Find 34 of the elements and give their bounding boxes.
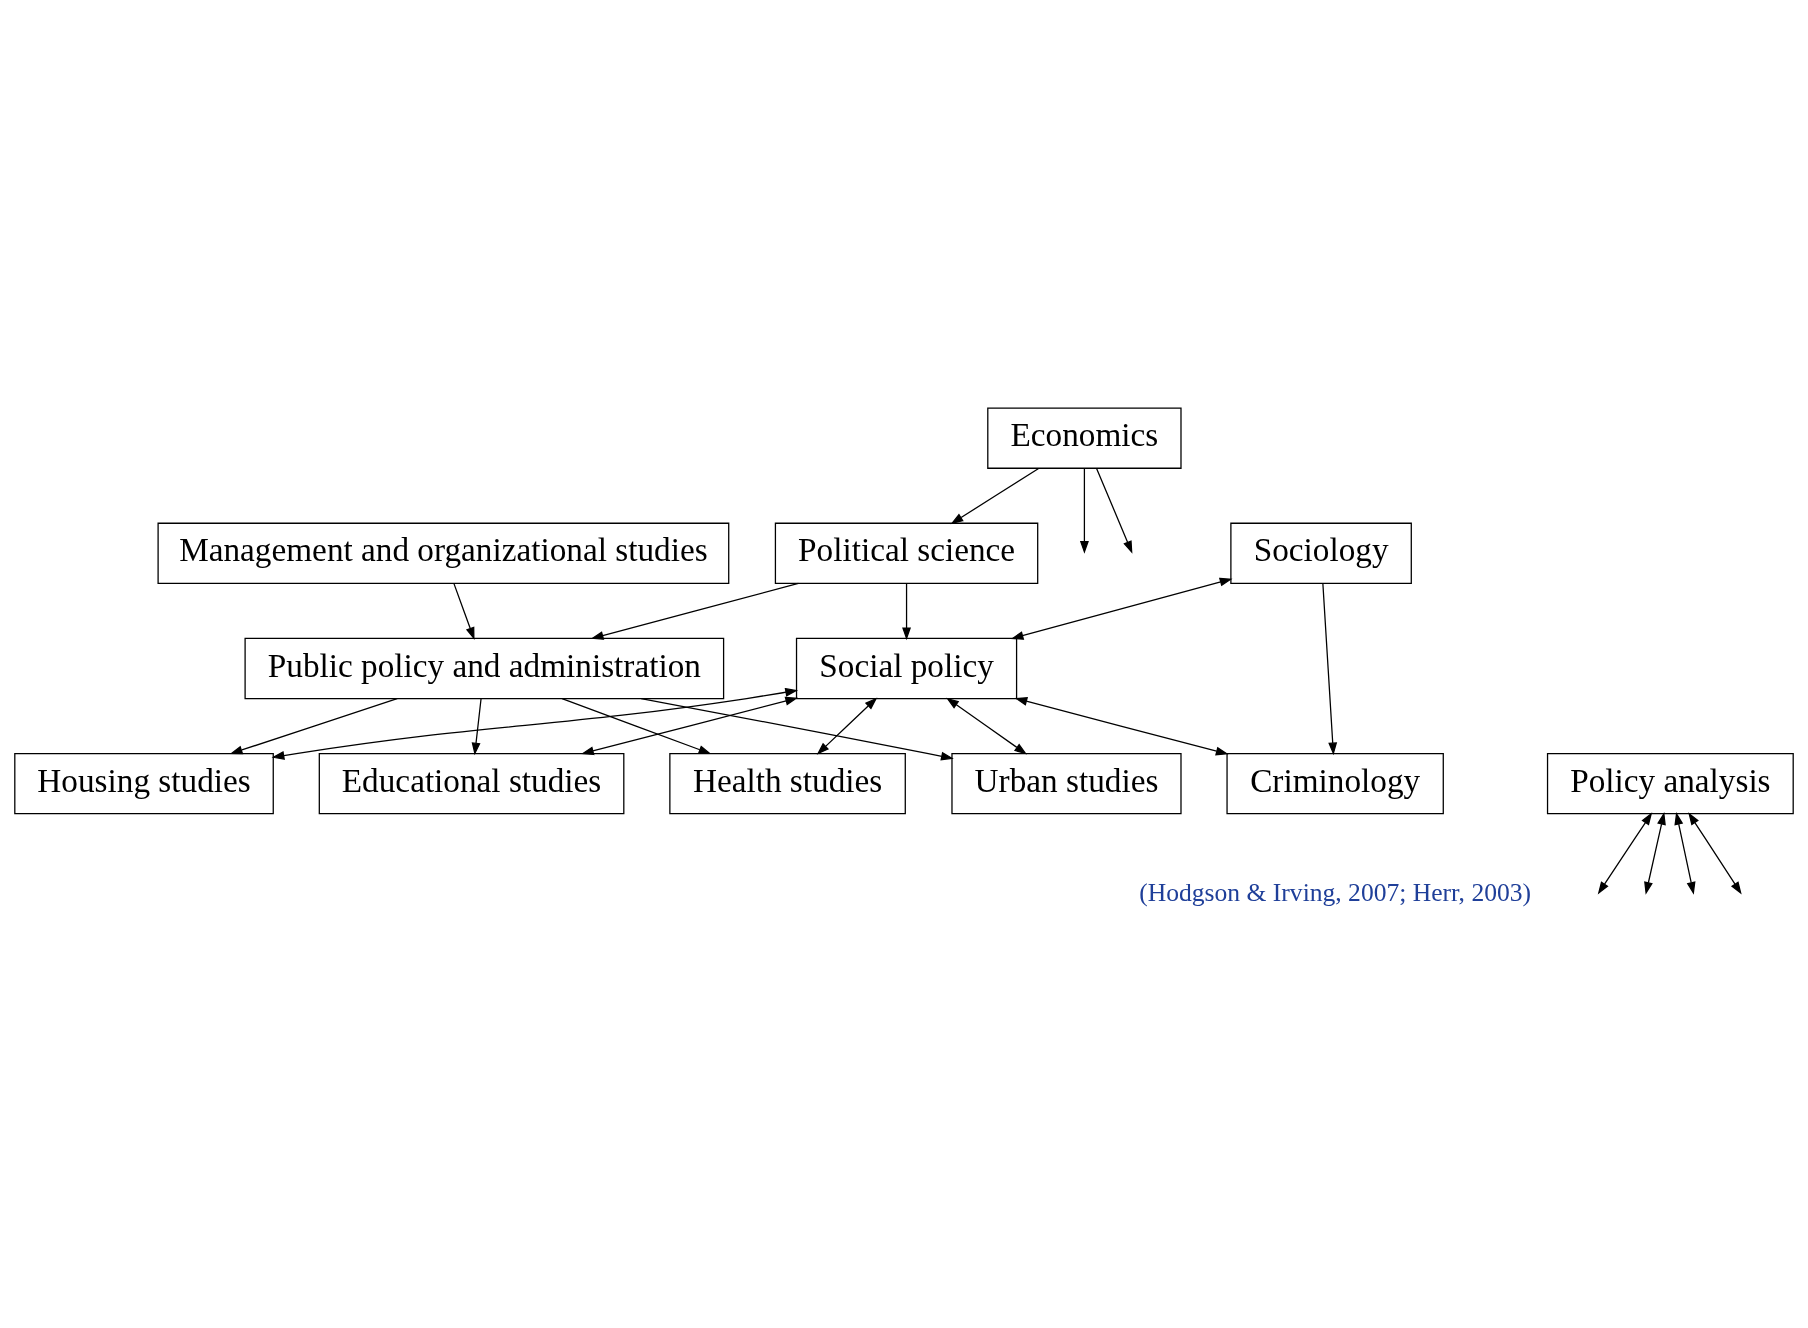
node-box: Policy analysis — [1546, 752, 1794, 815]
arrow — [902, 582, 912, 641]
label: (Hodgson & Irving, 2007; Herr, 2003) — [1139, 877, 1532, 907]
arrow — [561, 697, 712, 755]
arrow — [229, 697, 398, 755]
arrow — [581, 696, 799, 756]
node-box: Sociology — [1230, 522, 1412, 585]
arrow — [640, 697, 954, 761]
node-box: Housing studies — [14, 752, 274, 815]
arrow — [1014, 697, 1229, 756]
arrow — [590, 582, 799, 640]
arrow — [1095, 467, 1133, 554]
arrow — [816, 697, 878, 755]
node-box: Urban studies — [951, 752, 1182, 815]
arrow — [1674, 811, 1696, 895]
arrow — [271, 687, 799, 760]
node-box: Health studies — [669, 752, 906, 815]
node-box: Political science — [774, 522, 1039, 585]
node-box: Educational studies — [318, 752, 625, 815]
node-box: Social policy — [795, 637, 1018, 700]
node-box: Economics — [987, 407, 1182, 469]
arrow — [453, 582, 475, 641]
arrow — [1322, 582, 1338, 756]
arrow — [946, 697, 1028, 755]
node-box: Criminology — [1226, 752, 1444, 815]
arrow — [1688, 812, 1742, 895]
node-box: Management and organizational studies — [157, 522, 730, 585]
arrow — [950, 467, 1040, 525]
arrow — [1079, 467, 1089, 554]
arrow — [471, 698, 482, 756]
arrow — [1010, 577, 1233, 640]
node-box: Public policy and administration — [244, 637, 725, 700]
arrow — [1644, 812, 1666, 895]
arrow — [1597, 812, 1653, 895]
